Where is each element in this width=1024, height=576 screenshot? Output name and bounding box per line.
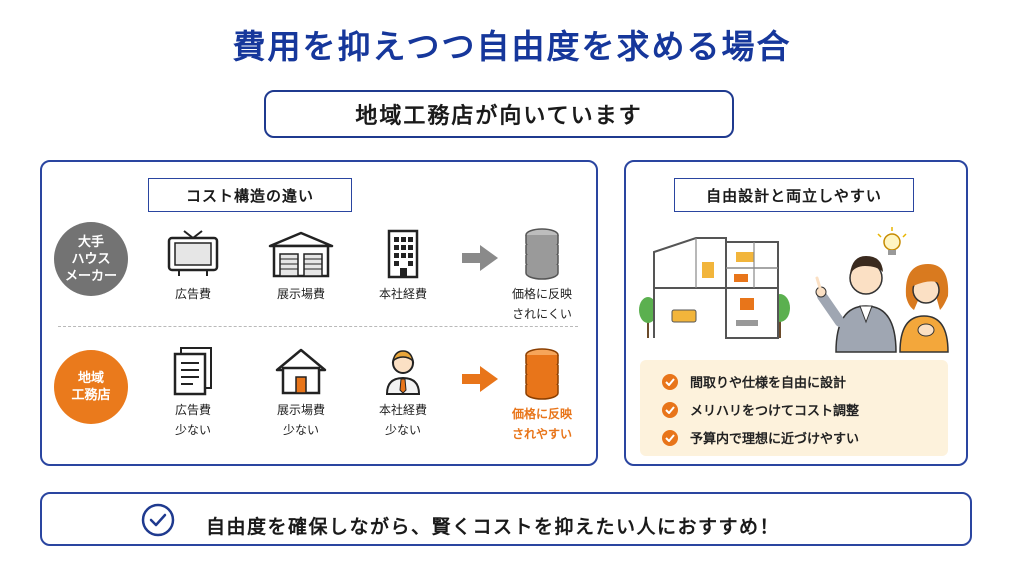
item-label: 展示場費 少ない (256, 400, 346, 440)
big-house-maker-badge: 大手 ハウス メーカー (54, 222, 128, 296)
showroom-cost-low-item: 展示場費 少ない (256, 346, 346, 440)
item-label: 本社経費 少ない (358, 400, 448, 440)
item-label: 展示場費 (256, 284, 346, 304)
businessman-icon (385, 350, 421, 395)
item-label: 広告費 少ない (148, 400, 238, 440)
badge-line: 大手 (77, 234, 104, 250)
cost-structure-heading: コスト構造の違い (148, 178, 352, 212)
item-label-line: されにくい (512, 307, 572, 321)
benefit-checklist: 間取りや仕様を自由に設計 メリハリをつけてコスト調整 予算内で理想に近づけやすい (640, 360, 948, 456)
gray-arrow-icon (462, 245, 498, 271)
recommendation-text: 自由度を確保しながら、賢くコストを抑えたい人におすすめ！ (206, 516, 781, 538)
advertising-cost-item: 広告費 (148, 228, 238, 304)
item-label-line: 本社経費 (378, 287, 427, 301)
item-label: 広告費 (148, 284, 238, 304)
subtitle-box: 地域工務店が向いています (264, 90, 734, 138)
check-icon (662, 373, 678, 390)
local-builder-badge: 地域 工務店 (54, 350, 128, 424)
item-label-line: 価格に反映 (511, 407, 572, 421)
item-label-line: 広告費 (174, 403, 211, 417)
cost-structure-heading-text: コスト構造の違い (185, 186, 314, 205)
free-design-heading: 自由設計と両立しやすい (674, 178, 914, 212)
subtitle-text: 地域工務店が向いています (355, 104, 643, 129)
checklist-item-text: 間取りや仕様を自由に設計 (690, 376, 847, 391)
local-builder-price-result: 価格に反映 されやすい (496, 346, 588, 444)
check-icon (662, 429, 678, 446)
recommendation-bar (40, 492, 972, 546)
item-label: 価格に反映 されやすい (496, 404, 588, 444)
item-label: 本社経費 (358, 284, 448, 304)
item-label-line: 展示場費 (276, 403, 325, 417)
checklist-item: 間取りや仕様を自由に設計 (662, 372, 846, 391)
document-icon (173, 347, 212, 396)
check-circle-icon (141, 503, 175, 537)
showroom-cost-item: 展示場費 (256, 228, 346, 304)
big-maker-price-result: 価格に反映 されにくい (496, 226, 588, 324)
row-divider (58, 326, 578, 327)
item-label: 価格に反映 されにくい (496, 284, 588, 324)
badge-line: ハウス (71, 251, 111, 267)
item-label-line: 価格に反映 (511, 287, 572, 301)
advertising-cost-low-item: 広告費 少ない (148, 346, 238, 440)
gray-coin-stack-icon (525, 228, 559, 280)
house-icon (275, 348, 327, 395)
checklist-item: 予算内で理想に近づけやすい (662, 428, 859, 447)
item-label-line: 少ない (174, 423, 211, 437)
office-building-icon (387, 229, 419, 279)
badge-line: 地域 (77, 371, 104, 386)
tv-icon (167, 230, 219, 276)
house-interior-illustration (639, 227, 949, 353)
free-design-heading-text: 自由設計と両立しやすい (706, 186, 882, 205)
badge-line: メーカー (64, 268, 117, 284)
headquarters-cost-item: 本社経費 (358, 228, 448, 304)
orange-coin-stack-icon (525, 348, 559, 400)
item-label-line: 展示場費 (276, 287, 325, 301)
item-label-line: されやすい (511, 427, 572, 441)
checklist-item: メリハリをつけてコスト調整 (662, 400, 859, 419)
item-label-line: 少ない (282, 423, 319, 437)
page-title: 費用を抑えつつ自由度を求める場合 (232, 27, 792, 66)
item-label-line: 広告費 (174, 287, 211, 301)
item-label-line: 本社経費 (378, 403, 427, 417)
headquarters-cost-low-item: 本社経費 少ない (358, 346, 448, 440)
orange-arrow-icon (462, 366, 498, 392)
showroom-icon (268, 231, 334, 278)
checklist-item-text: 予算内で理想に近づけやすい (690, 432, 860, 447)
item-label-line: 少ない (384, 423, 421, 437)
badge-line: 工務店 (71, 388, 111, 403)
check-icon (662, 401, 678, 418)
checklist-item-text: メリハリをつけてコスト調整 (690, 404, 860, 419)
